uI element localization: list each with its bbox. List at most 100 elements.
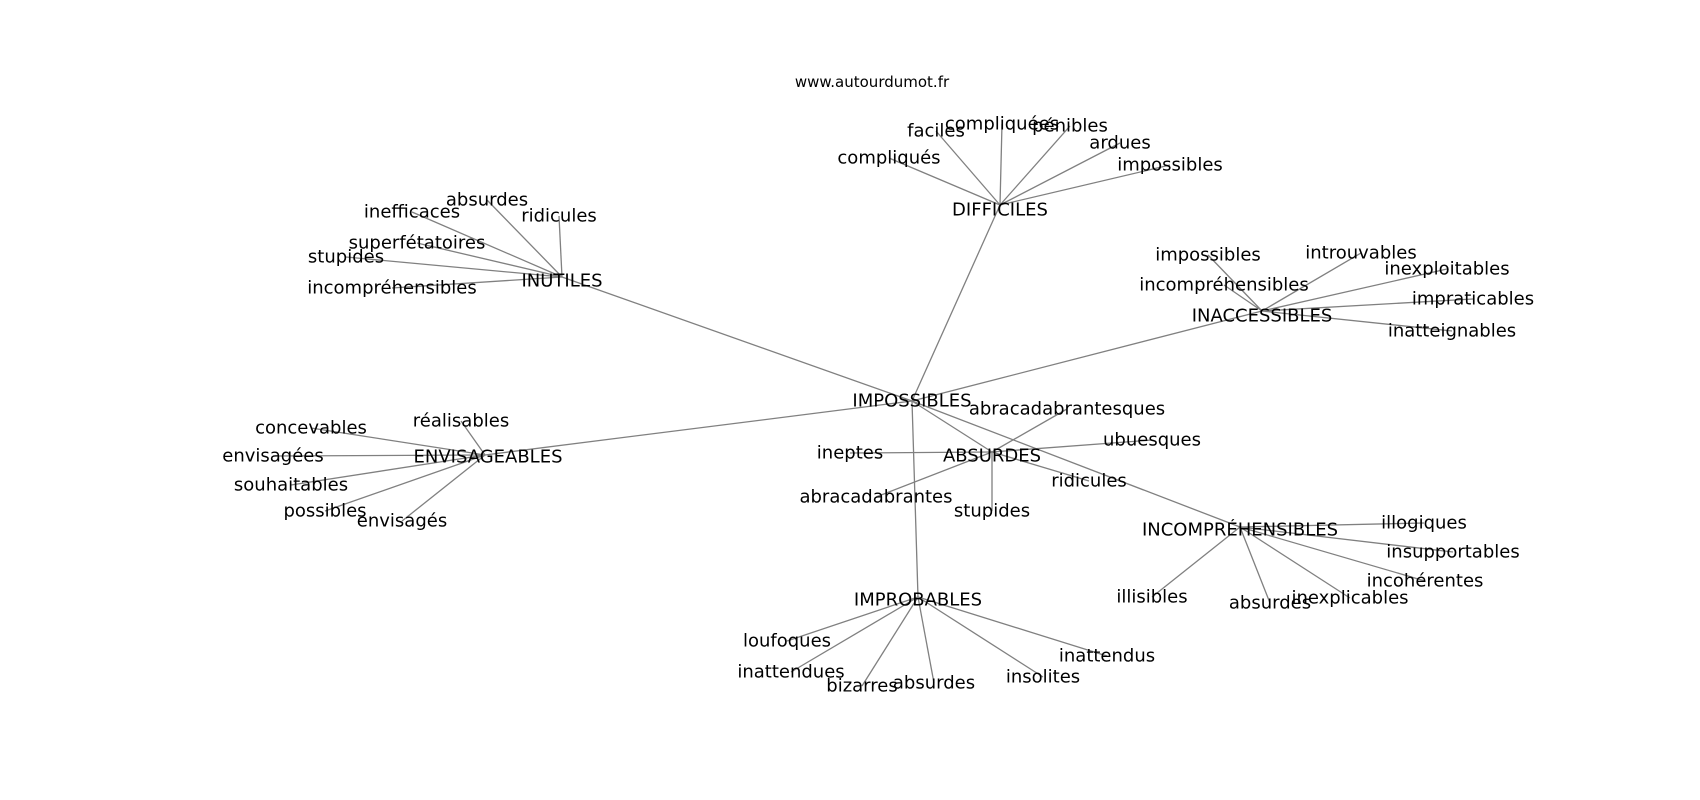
edge-incomprehensibles-inc-illogiques [1239, 522, 1425, 528]
edge-difficiles-dif-impossibles [999, 164, 1171, 206]
edge-envisageables-env-souhaitables [290, 454, 486, 486]
edge-inaccessibles-ina-impraticables [1261, 298, 1474, 312]
node-label-dif-penibles: pénibles [1032, 116, 1108, 137]
edge-difficiles-dif-faciles [935, 130, 1001, 206]
node-label-imp-absurdes: absurdes [893, 673, 975, 694]
node-label-ina-introuvables: introuvables [1305, 243, 1416, 264]
edge-impossibles-inaccessibles [911, 310, 1263, 402]
edge-difficiles-dif-ardues [999, 142, 1121, 206]
node-label-imp-loufoques: loufoques [743, 631, 831, 652]
node-label-abs-stupides: stupides [954, 501, 1030, 522]
node-label-inu-ridicules: ridicules [521, 206, 597, 227]
edge-incomprehensibles-inc-absurdes [1239, 526, 1271, 604]
edge-incomprehensibles-inc-inexplicables [1239, 526, 1351, 599]
edge-envisageables-env-concevables [310, 427, 486, 456]
node-label-inc-insupportables: insupportables [1386, 542, 1519, 563]
node-label-inu-absurdes: absurdes [446, 190, 528, 211]
node-label-env-souhaitables: souhaitables [234, 475, 348, 496]
edge-improbables-imp-bizarres [861, 596, 919, 687]
node-label-inc-absurdes: absurdes [1229, 593, 1311, 614]
node-label-envisageables: ENVISAGEABLES [413, 447, 562, 468]
edge-inaccessibles-ina-impossibles [1207, 254, 1263, 312]
edge-difficiles-dif-penibles [999, 125, 1071, 206]
node-label-inc-illogiques: illogiques [1381, 513, 1467, 534]
edge-improbables-imp-absurdes [917, 596, 935, 684]
node-label-dif-faciles: faciles [907, 121, 965, 142]
edge-envisageables-env-envisages [401, 454, 486, 522]
edge-inaccessibles-ina-incomprehensibles [1223, 284, 1263, 312]
edge-incomprehensibles-inc-insupportables [1239, 526, 1454, 553]
edge-layer [272, 123, 1474, 687]
node-label-env-envisagees: envisagées [222, 446, 324, 467]
node-label-imp-inattendus: inattendus [1059, 646, 1155, 667]
node-label-abs-ineptes: ineptes [817, 443, 883, 464]
node-label-dif-compliques: compliqués [837, 148, 940, 169]
node-label-difficiles: DIFFICILES [952, 200, 1048, 221]
node-label-env-concevables: concevables [255, 418, 367, 439]
node-label-dif-ardues: ardues [1089, 133, 1150, 154]
node-label-inu-superfetatoires: superfétatoires [349, 233, 486, 254]
node-label-env-possibles: possibles [283, 501, 366, 522]
edge-inutiles-inu-inefficaces [411, 211, 563, 278]
edge-absurdes-abs-ineptes [849, 451, 993, 454]
node-label-ina-incomprehensibles: incompréhensibles [1139, 275, 1309, 296]
edge-impossibles-inutiles [561, 276, 913, 402]
edge-improbables-imp-loufoques [786, 596, 919, 642]
edge-incomprehensibles-inc-illisibles [1151, 526, 1241, 598]
node-label-env-envisages: envisagés [357, 511, 447, 532]
edge-inaccessibles-ina-introuvables [1261, 252, 1362, 312]
edge-inaccessibles-ina-inatteignables [1261, 310, 1453, 332]
edge-absurdes-abs-ridicules [991, 451, 1090, 482]
edge-inutiles-inu-ridicules [558, 215, 563, 278]
edge-impossibles-incomprehensibles [911, 400, 1241, 528]
node-label-ina-impossibles: impossibles [1155, 245, 1261, 266]
node-label-inu-stupides: stupides [308, 247, 384, 268]
label-layer: IMPOSSIBLES DIFFICILES INUTILES INACCESSIBL… [222, 114, 1534, 697]
node-label-imp-inattendues: inattendues [737, 662, 844, 683]
node-label-ina-impraticables: impraticables [1412, 289, 1534, 310]
node-label-inaccessibles: INACCESSIBLES [1192, 306, 1333, 327]
edge-inutiles-inu-stupides [345, 256, 563, 278]
node-label-dif-compliquees: compliquées [945, 114, 1059, 135]
node-label-imp-insolites: insolites [1006, 667, 1080, 688]
node-label-inutiles: INUTILES [521, 271, 602, 292]
edge-difficiles-dif-compliquees [999, 123, 1003, 206]
edge-impossibles-difficiles [911, 204, 1001, 402]
edge-difficiles-dif-compliques [888, 157, 1001, 206]
edge-absurdes-abs-abracadabrantes [875, 451, 993, 498]
edge-envisageables-env-envisagees [272, 454, 486, 457]
node-label-inu-incomprehensibles: incompréhensibles [307, 278, 477, 299]
edge-inutiles-inu-absurdes [486, 199, 563, 278]
edge-incomprehensibles-inc-incoherentes [1239, 526, 1426, 582]
node-label-incomprehensibles: INCOMPRÉHENSIBLES [1142, 519, 1338, 541]
node-label-impossibles: IMPOSSIBLES [852, 391, 971, 412]
node-label-abs-ubuesques: ubuesques [1103, 430, 1201, 451]
edge-improbables-imp-inattendus [917, 596, 1108, 657]
edge-improbables-imp-insolites [917, 596, 1044, 678]
edge-envisageables-env-realisables [460, 420, 486, 456]
node-label-inc-incoherentes: incohérentes [1367, 571, 1484, 592]
node-label-dif-impossibles: impossibles [1117, 155, 1223, 176]
node-label-env-realisables: réalisables [413, 411, 509, 432]
node-label-improbables: IMPROBABLES [854, 590, 982, 611]
node-label-ina-inatteignables: inatteignables [1388, 321, 1516, 342]
node-label-imp-bizarres: bizarres [826, 676, 897, 697]
node-label-absurdes: ABSURDES [943, 446, 1041, 467]
edge-improbables-imp-inattendues [790, 596, 919, 673]
node-label-abs-abracadabrantes: abracadabrantes [799, 487, 952, 508]
edge-absurdes-abs-abracadabrantesques [991, 408, 1068, 453]
node-label-inc-inexplicables: inexplicables [1291, 588, 1408, 609]
edge-impossibles-absurdes [911, 400, 993, 453]
edge-impossibles-improbables [911, 400, 919, 598]
node-label-inc-illisibles: illisibles [1116, 587, 1187, 608]
site-watermark: www.autourdumot.fr [795, 73, 950, 91]
edge-impossibles-envisageables [484, 400, 913, 456]
edge-inutiles-inu-superfetatoires [416, 242, 563, 278]
edge-envisageables-env-possibles [324, 454, 486, 512]
node-label-abs-abracadabrantesques: abracadabrantesques [969, 399, 1165, 420]
node-label-inu-inefficaces: inefficaces [364, 202, 460, 223]
node-label-abs-ridicules: ridicules [1051, 471, 1127, 492]
edge-inaccessibles-ina-inexploitables [1261, 268, 1448, 312]
node-label-ina-inexploitables: inexploitables [1384, 259, 1509, 280]
